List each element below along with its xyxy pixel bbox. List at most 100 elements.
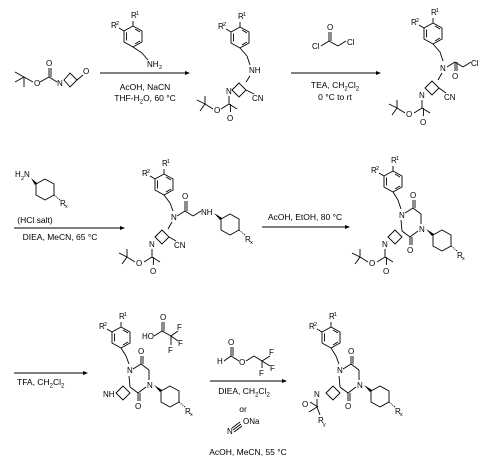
svg-text:NH: NH [103,390,115,399]
atom-o: O [34,79,40,88]
svg-text:N: N [382,240,388,249]
svg-text:F: F [168,346,173,355]
step3-reagents-line2: DIEA, MeCN, 65 °C [22,232,98,242]
molecule-chloroacetamide: R 1 R 2 N O Cl CN N O O [388,8,479,127]
molecule-tfa: HO O F F F [142,313,183,355]
step1-reagents-line2: THF-H2O, 60 °C [114,93,176,106]
molecule-cyclohexylamine: H 2 N R x [15,170,68,210]
svg-text:O: O [239,358,245,367]
svg-text:2: 2 [223,22,226,28]
svg-text:N: N [227,427,233,436]
svg-text:1: 1 [396,156,399,162]
svg-text:R: R [238,12,244,21]
svg-text:N: N [399,211,405,220]
svg-text:2: 2 [21,176,24,182]
svg-text:F: F [270,364,275,373]
svg-text:O: O [138,347,144,356]
svg-text:1: 1 [243,12,246,18]
svg-text:1: 1 [124,312,127,318]
svg-text:H: H [217,357,223,366]
step6-or: or [239,404,247,414]
svg-text:O: O [407,246,413,255]
svg-text:N: N [440,64,446,73]
svg-text:O: O [420,118,426,127]
svg-text:ONa: ONa [243,417,260,426]
molecule-benzylamine: R 1 R 2 NH 2 [111,11,162,71]
molecule-final-product: R 1 R 2 N O N O R x N O R y [302,312,403,428]
atom-nh: NH [249,66,261,75]
step6-reagents-line3: AcOH, MeCN, 55 °C [209,447,287,457]
svg-text:y: y [323,422,326,428]
svg-text:N: N [419,225,425,234]
svg-text:1: 1 [436,8,439,14]
svg-text:x: x [190,412,193,418]
svg-text:2: 2 [116,21,119,27]
svg-text:Cl: Cl [471,59,479,68]
svg-text:N: N [171,213,177,222]
atom-nh2: NH [147,60,159,69]
svg-text:2: 2 [376,166,379,172]
svg-text:O: O [150,267,156,276]
atom-o: O [83,67,89,76]
svg-text:O: O [227,114,233,123]
svg-text:N: N [147,381,153,390]
svg-text:R: R [185,407,191,416]
molecule-trifluoroethyl-formate: H O O F F F [217,338,275,378]
svg-text:R: R [457,251,463,260]
svg-text:O: O [302,400,308,409]
svg-text:N: N [357,381,363,390]
svg-text:Cl: Cl [347,38,355,47]
svg-text:1: 1 [167,159,170,165]
svg-text:N: N [127,366,133,375]
step2-reagents-line2: 0 °C to rt [318,92,352,102]
svg-text:2: 2 [147,169,150,175]
molecule-chloroacetyl-chloride: Cl O Cl [312,23,355,51]
atom-n: N [57,79,63,88]
atom-r1: R [131,11,137,20]
reaction-arrow-2 [291,71,381,75]
svg-text:HO: HO [142,332,154,341]
molecule-boc-azetidinone: O O N O [14,59,89,88]
svg-text:R: R [371,166,377,175]
reaction-arrow-5 [14,371,88,375]
svg-text:O: O [136,259,142,268]
svg-text:O: O [348,347,354,356]
svg-text:R: R [142,169,148,178]
svg-text:CN: CN [444,93,456,102]
step5-reagents-line1: TFA, CH2Cl2 [17,377,65,390]
step6-reagents-line1: DIEA, CH2Cl2 [218,386,270,399]
svg-text:R: R [162,159,168,168]
svg-text:R: R [60,199,66,208]
svg-text:O: O [160,313,166,322]
svg-text:R: R [119,312,125,321]
svg-text:R: R [391,156,397,165]
atom-o: O [46,59,52,68]
svg-text:2: 2 [159,65,162,71]
svg-text:N: N [149,240,155,249]
svg-text:O: O [327,23,333,32]
reaction-arrow-3 [14,226,125,230]
svg-text:O: O [182,192,188,201]
svg-text:O: O [214,106,220,115]
svg-text:N: N [314,390,320,399]
svg-text:O: O [410,191,416,200]
svg-text:R: R [309,322,315,331]
svg-text:x: x [462,256,465,262]
svg-text:Cl: Cl [312,42,320,51]
step3-reagents-line1: (HCl salt) [17,215,53,225]
svg-text:F: F [178,339,183,348]
atom-r2: R [111,21,117,30]
svg-text:x: x [65,204,68,210]
svg-text:F: F [269,348,274,357]
step4-reagents-line1: AcOH, EtOH, 80 °C [267,212,343,222]
svg-text:N: N [226,87,232,96]
svg-text:N: N [419,91,425,100]
step2-reagents-line1: TEA, CH2Cl2 [310,80,360,93]
svg-text:R: R [395,407,401,416]
reaction-arrow-4 [262,225,350,229]
svg-text:O: O [228,338,234,347]
reaction-arrow-6 [210,379,287,383]
svg-text:H: H [15,170,21,179]
molecule-spiro-nh: R 1 R 2 N O N O R x NH [99,312,193,418]
